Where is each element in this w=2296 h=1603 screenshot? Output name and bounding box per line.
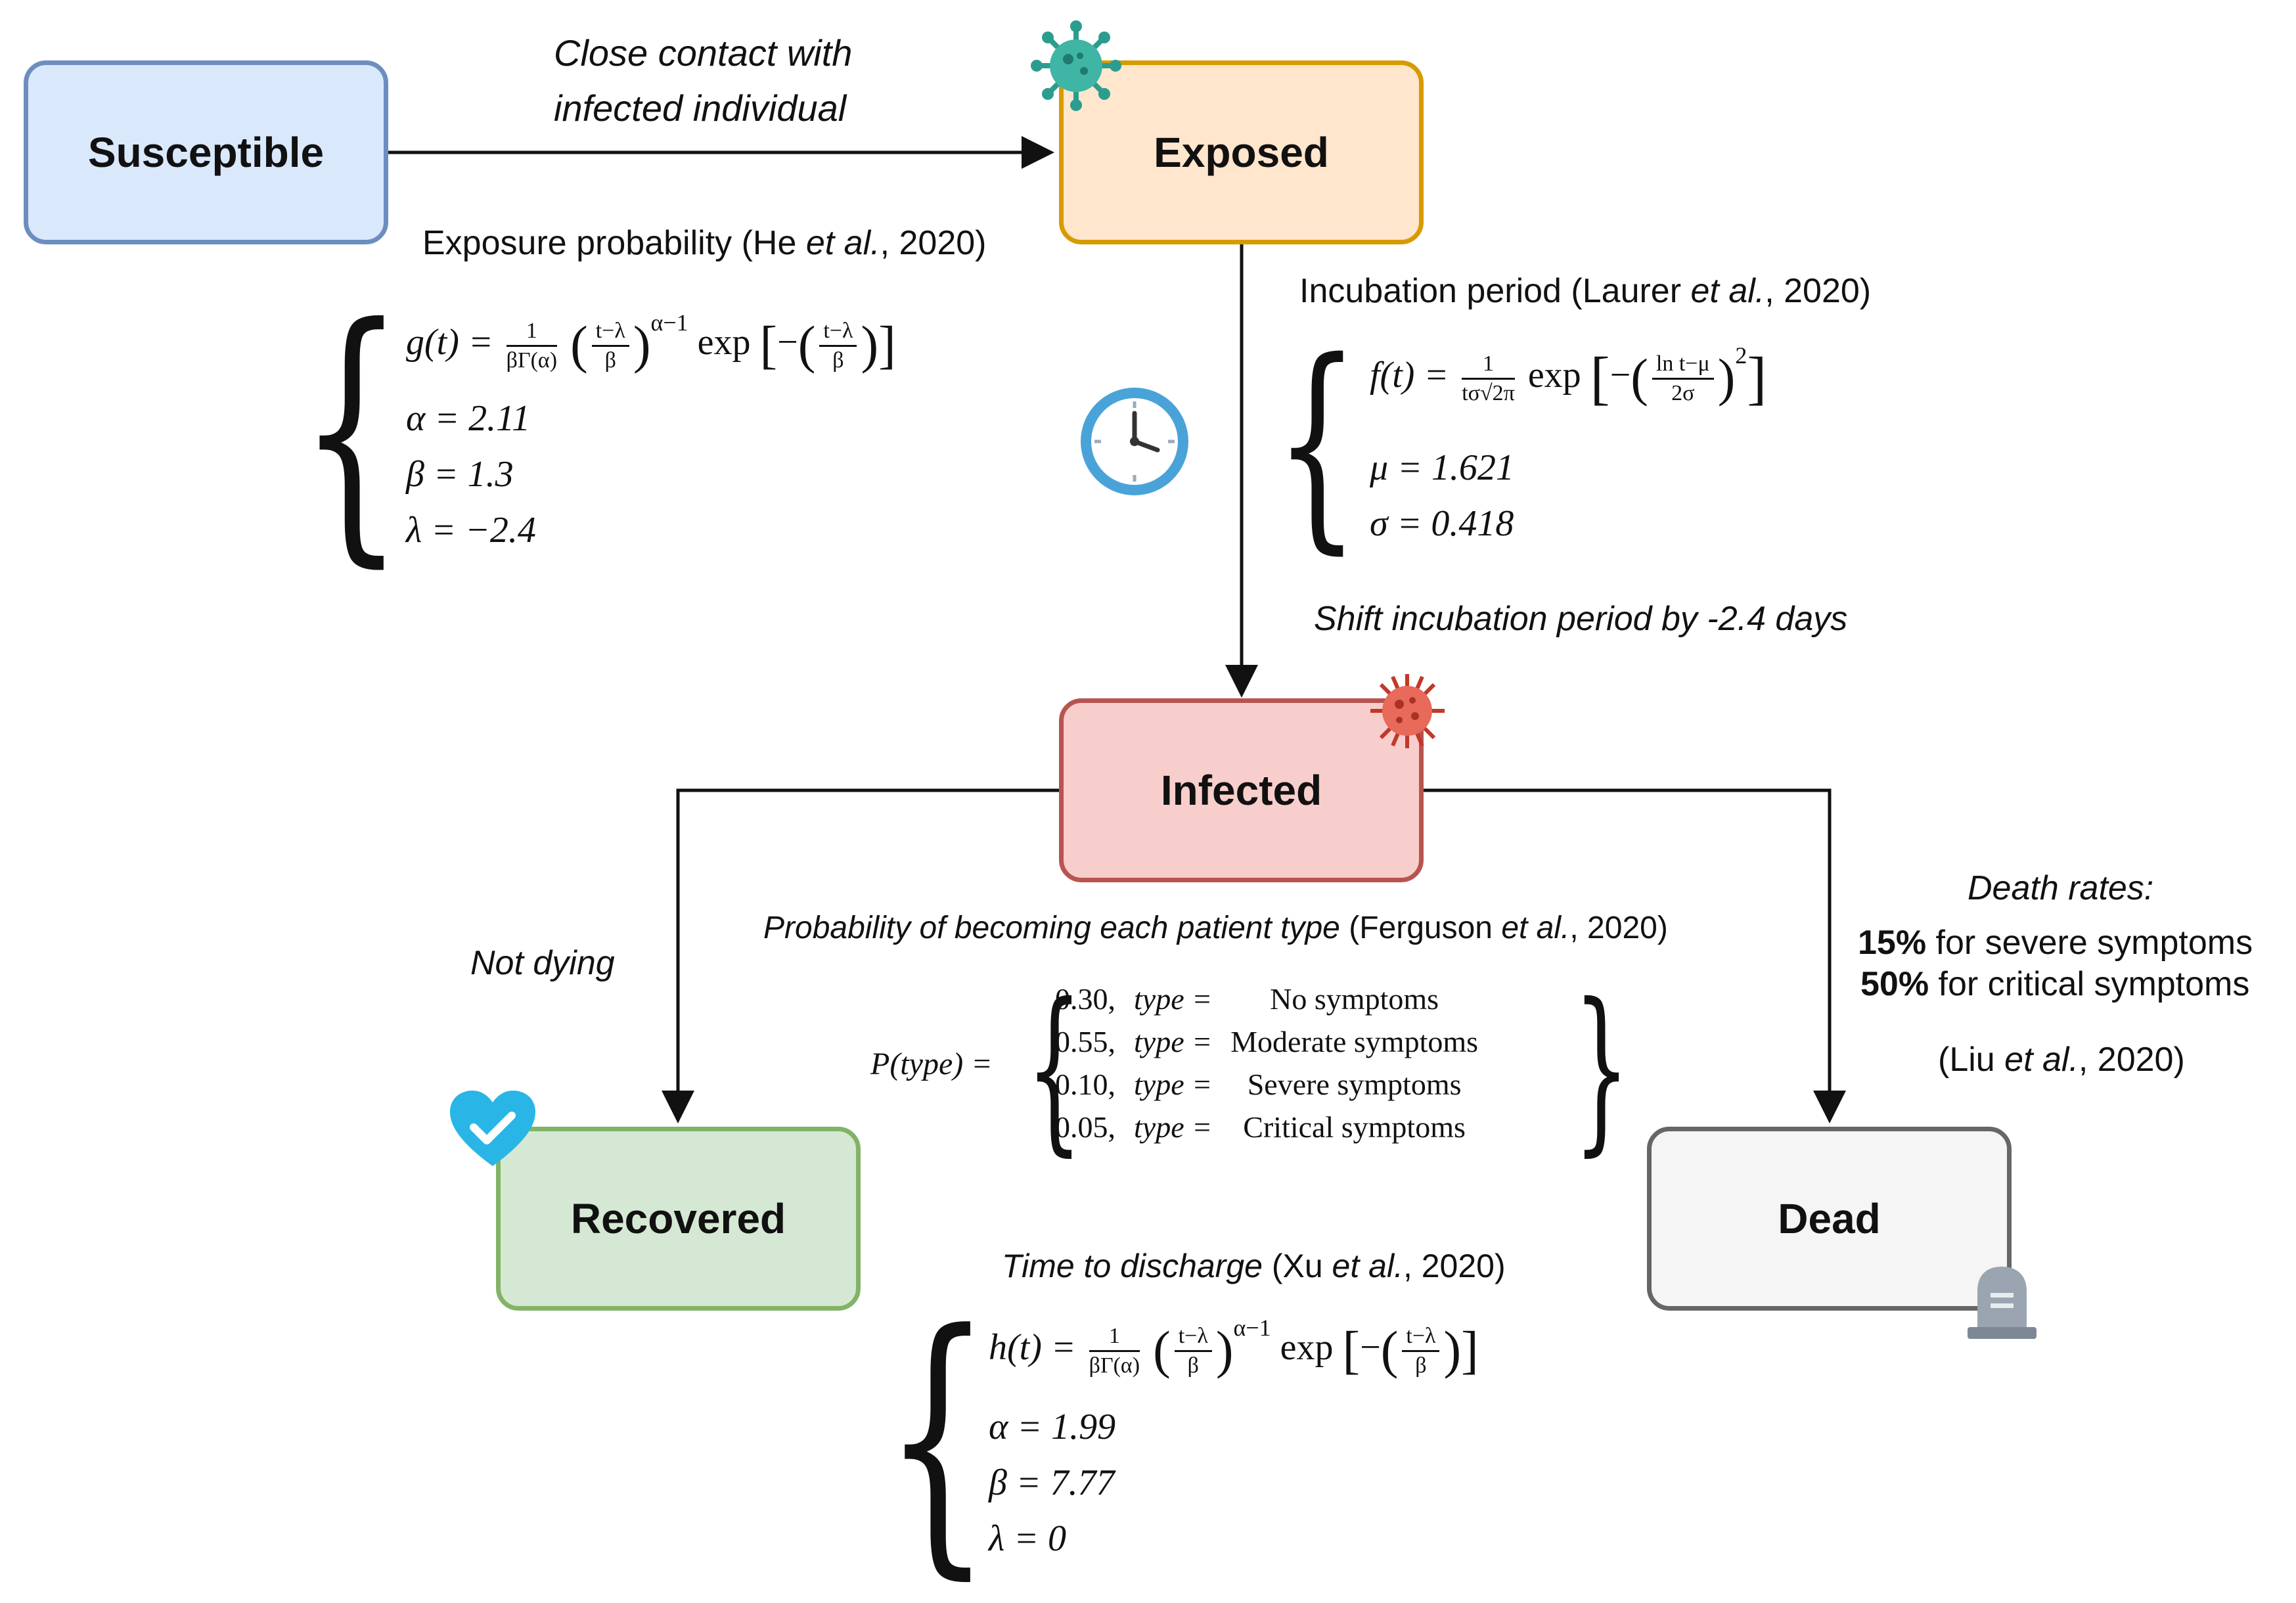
patient-type-table: 0.30,type =No symptoms 0.55,type =Modera… [1046,978,1487,1148]
exposure-beta: β = 1.3 [406,454,514,495]
node-susceptible: Susceptible [24,60,388,244]
contact-label-line2: infected individual [554,87,847,129]
node-infected-label: Infected [1160,767,1322,814]
edge-infected-recovered [662,788,1059,1123]
discharge-lambda: λ = 0 [989,1518,1067,1559]
exposure-title: Exposure probability (He et al., 2020) [422,224,987,262]
patient-type-row: 0.10,type =Severe symptoms [1055,1068,1462,1101]
virus-green-icon [1031,20,1121,111]
shift-label: Shift incubation period by -2.4 days [1314,600,1848,638]
discharge-title: Time to discharge (Xu et al., 2020) [1002,1248,1506,1284]
exposure-lambda: λ = −2.4 [406,510,536,551]
incubation-title: Incubation period (Laurer et al., 2020) [1299,272,1872,310]
edge-infected-dead [1423,788,1846,1123]
discharge-beta: β = 7.77 [989,1462,1115,1503]
incubation-brace: { [1274,313,1360,574]
node-infected: Infected [1059,698,1424,882]
node-susceptible-label: Susceptible [87,129,325,176]
not-dying-label: Not dying [470,944,615,982]
node-exposed: Exposed [1059,60,1424,244]
virus-red-icon [1370,674,1445,748]
patient-type-left-brace: { [1026,965,1083,1172]
patient-type-title: Probability of becoming each patient typ… [763,911,1668,945]
node-recovered-label: Recovered [570,1195,786,1242]
incubation-sigma: σ = 0.418 [1370,503,1514,544]
death-title: Death rates: [1968,869,2154,907]
death-severe: 15% for severe symptoms [1858,924,2253,962]
patient-type-row: 0.30,type =No symptoms [1055,982,1439,1016]
exposure-brace: { [299,269,405,591]
node-exposed-label: Exposed [1154,129,1329,176]
incubation-mu: μ = 1.621 [1370,447,1514,488]
death-citation: (Liu et al., 2020) [1938,1041,2185,1079]
contact-label-line1: Close contact with [554,32,853,74]
patient-type-row: 0.55,type =Moderate symptoms [1055,1025,1479,1058]
node-dead: Dead [1647,1127,2012,1311]
node-dead-label: Dead [1778,1195,1881,1242]
patient-type-lhs: P(type) = [870,1047,993,1081]
exposure-alpha: α = 2.11 [406,398,531,439]
patient-type-right-brace: } [1573,965,1630,1172]
heart-check-icon [450,1091,535,1166]
tombstone-icon [1968,1267,2037,1339]
death-critical: 50% for critical symptoms [1860,965,2250,1003]
node-recovered: Recovered [496,1127,861,1311]
patient-type-row: 0.05,type =Critical symptoms [1055,1110,1466,1144]
discharge-brace: { [884,1275,992,1603]
discharge-alpha: α = 1.99 [989,1407,1116,1447]
clock-icon [1081,388,1188,495]
